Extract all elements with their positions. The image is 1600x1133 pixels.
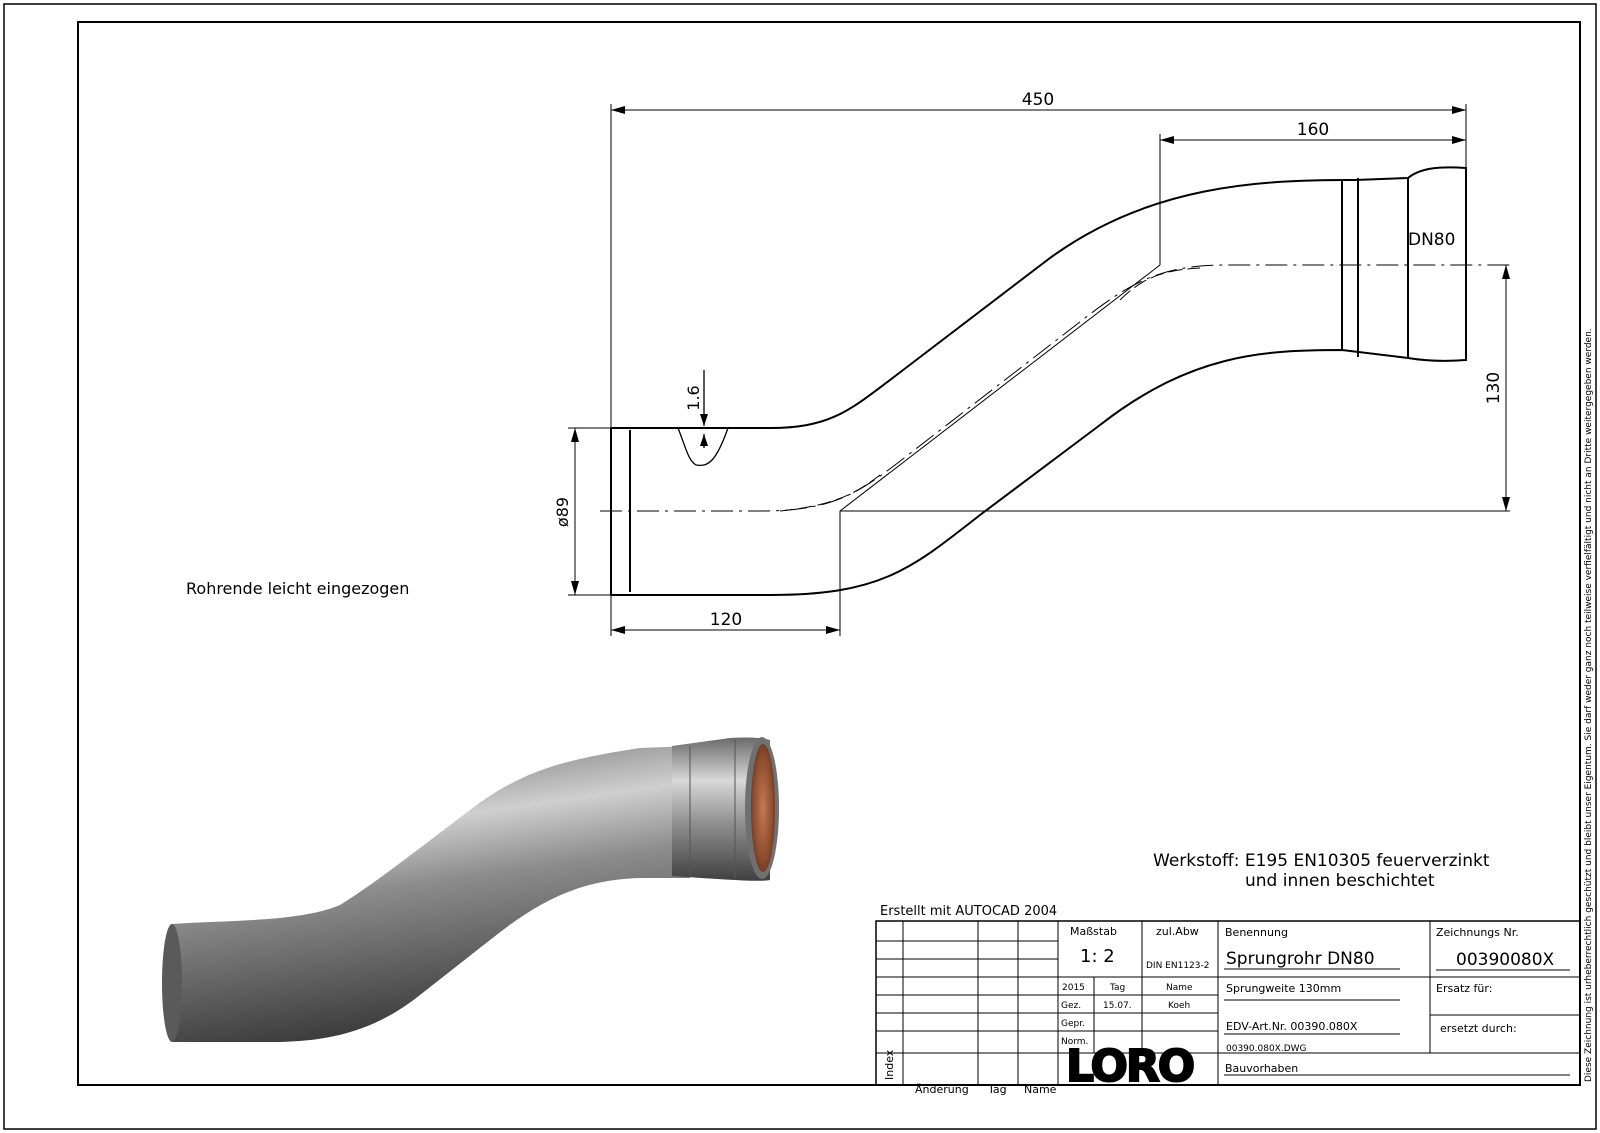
dimension-130-label: 130 — [1484, 372, 1504, 404]
drawing-frame — [77, 21, 1581, 1086]
offset-description: Sprungweite 130mm — [1226, 982, 1341, 995]
material-line-2: und innen beschichtet — [1245, 871, 1435, 891]
dimension-89 — [568, 427, 611, 596]
rev-name-header: Name — [1024, 1083, 1057, 1096]
drawn-date: 15.07. — [1103, 1001, 1132, 1011]
scale-label: Maßstab — [1070, 925, 1117, 938]
wall-thickness-label: 1.6 — [684, 385, 703, 410]
pipe-end-note: Rohrende leicht eingezogen — [186, 579, 409, 598]
name-header: Name — [1166, 983, 1193, 993]
checked-label: Gepr. — [1061, 1019, 1085, 1029]
pipe-outline — [610, 166, 1467, 596]
loro-logo: LORO — [1065, 1040, 1197, 1093]
drawing-number-label: Zeichnungs Nr. — [1436, 926, 1519, 939]
norm-label: Norm. — [1061, 1037, 1088, 1047]
dimension-120 — [610, 511, 841, 636]
title-block — [875, 920, 1581, 1086]
copyright-notice: Diese Zeichnung ist urheberrechtlich ges… — [1584, 328, 1594, 1082]
replaced-by-label: ersetzt durch: — [1440, 1022, 1517, 1035]
svg-text:LORO: LORO — [1066, 1041, 1194, 1092]
drawn-label: Gez. — [1061, 1001, 1081, 1011]
edv-article-number: EDV-Art.Nr. 00390.080X — [1226, 1020, 1358, 1033]
designation-label: Benennung — [1225, 926, 1288, 939]
file-name: 00390.080X.DWG — [1226, 1044, 1307, 1054]
pipe-3d-render — [162, 737, 779, 1042]
dimension-450-label: 450 — [1022, 90, 1054, 110]
dimension-160 — [1159, 134, 1466, 265]
rev-day-header: Tag — [987, 1083, 1007, 1096]
rev-index-header: Index — [883, 1049, 896, 1080]
tolerance-value: DIN EN1123-2 — [1146, 961, 1209, 971]
day-header: Tag — [1109, 983, 1125, 993]
dimension-160-label: 160 — [1297, 120, 1329, 140]
drawn-name: Koeh — [1168, 1001, 1190, 1011]
scale-value: 1: 2 — [1080, 946, 1115, 967]
rev-change-header: Änderung — [915, 1083, 969, 1096]
year-value: 2015 — [1062, 983, 1085, 993]
created-with-note: Erstellt mit AUTOCAD 2004 — [880, 904, 1057, 919]
nominal-size-label: DN80 — [1408, 230, 1455, 250]
designation-value: Sprungrohr DN80 — [1226, 949, 1375, 969]
dimension-130 — [1502, 265, 1510, 511]
drawing-number-value: 00390080X — [1456, 950, 1555, 970]
dimension-120-label: 120 — [710, 610, 742, 630]
dimension-89-label: ø89 — [553, 497, 572, 527]
dimension-450 — [610, 104, 1467, 428]
material-line-1: Werkstoff: E195 EN10305 feuerverzinkt — [1153, 851, 1490, 871]
replacement-label: Ersatz für: — [1436, 982, 1492, 995]
construction-lines — [839, 264, 1510, 512]
tolerance-label: zul.Abw — [1156, 925, 1199, 938]
outer-border — [3, 3, 1597, 1130]
wall-detail — [677, 370, 729, 467]
center-line — [600, 264, 1510, 512]
project-label: Bauvorhaben — [1225, 1062, 1298, 1075]
